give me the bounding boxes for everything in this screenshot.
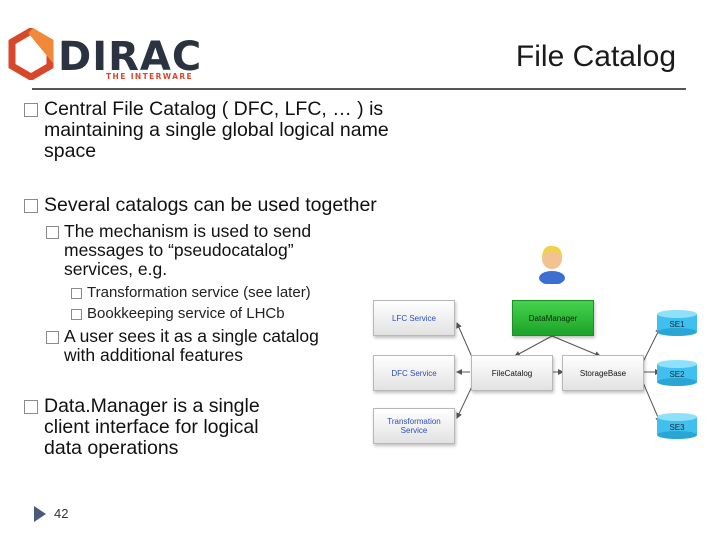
sub-bullet-item: A user sees it as a single catalog with … — [46, 327, 376, 365]
page-number: 42 — [54, 506, 69, 521]
bullet-line: space — [44, 140, 97, 162]
bullet-line: Data.Manager is a single — [44, 395, 260, 417]
bullet-item: Data.Manager is a single client interfac… — [24, 396, 324, 459]
database-icon — [657, 413, 697, 439]
bullet-item: Several catalogs can be used together — [24, 195, 464, 216]
bullet-line: messages to “pseudocatalog” — [64, 240, 294, 260]
bullet-line: data operations — [44, 437, 179, 459]
se3-label: SE3 — [669, 423, 685, 432]
sub-sub-bullet-item: Transformation service (see later) — [71, 284, 361, 302]
user-icon — [539, 245, 565, 284]
bullet-line: Several catalogs can be used together — [44, 194, 377, 216]
sub-sub-bullet-item: Bookkeeping service of LHCb — [71, 305, 361, 323]
database-icon — [657, 310, 697, 336]
title-divider — [32, 88, 686, 90]
square-bullet-icon — [71, 309, 82, 320]
architecture-diagram: LFC Service DataManager DFC Service File… — [360, 238, 710, 448]
se3-storage: SE3 — [656, 412, 698, 440]
bullet-line: with additional features — [64, 345, 243, 365]
transformation-service-box: Transformation Service — [373, 408, 455, 444]
bullet-line: Central File Catalog ( DFC, LFC, … ) is — [44, 98, 384, 120]
square-bullet-icon — [46, 226, 59, 239]
dirac-logo: DIRAC THE INTERWARE — [8, 28, 201, 84]
bullet-line: Transformation service (see later) — [87, 284, 311, 301]
square-bullet-icon — [46, 331, 59, 344]
sub-bullet-item: The mechanism is used to send messages t… — [46, 222, 376, 279]
dirac-hexagon-icon — [8, 28, 54, 80]
slide-marker-icon — [34, 506, 46, 522]
dfc-service-box: DFC Service — [373, 355, 455, 391]
square-bullet-icon — [24, 400, 38, 414]
lfc-service-box: LFC Service — [373, 300, 455, 336]
bullet-line: A user sees it as a single catalog — [64, 326, 319, 346]
bullet-line: services, e.g. — [64, 259, 168, 279]
logo-wordmark: DIRAC — [58, 34, 203, 80]
storage-base-box: StorageBase — [562, 355, 644, 391]
bullet-line: maintaining a single global logical name — [44, 119, 389, 141]
bullet-item: Central File Catalog ( DFC, LFC, … ) is … — [24, 99, 464, 162]
database-icon — [657, 360, 697, 386]
se1-label: SE1 — [669, 320, 685, 329]
bullet-line: Bookkeeping service of LHCb — [87, 305, 285, 322]
square-bullet-icon — [24, 103, 38, 117]
logo-tagline: THE INTERWARE — [106, 72, 194, 81]
slide-title: File Catalog — [515, 40, 676, 73]
bullet-line: client interface for logical — [44, 416, 259, 438]
square-bullet-icon — [71, 288, 82, 299]
se2-label: SE2 — [669, 370, 685, 379]
data-manager-box: DataManager — [512, 300, 594, 336]
se1-storage: SE1 — [656, 309, 698, 337]
bullet-line: The mechanism is used to send — [64, 221, 312, 241]
square-bullet-icon — [24, 199, 38, 213]
file-catalog-box: FileCatalog — [471, 355, 553, 391]
se2-storage: SE2 — [656, 359, 698, 387]
